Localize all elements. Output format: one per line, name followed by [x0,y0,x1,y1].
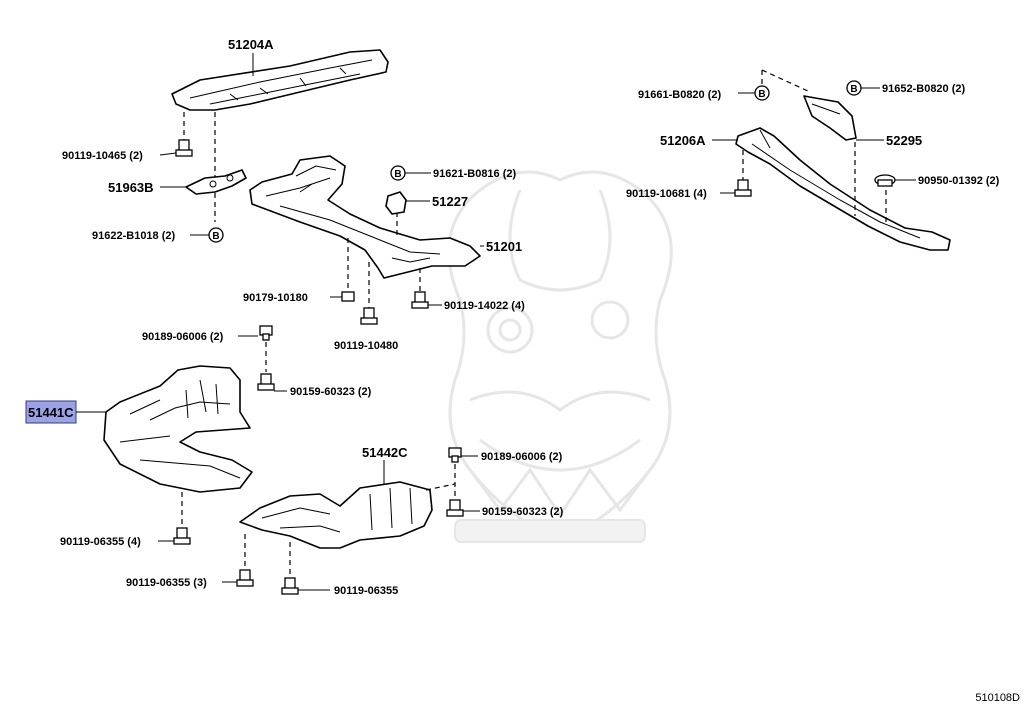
svg-text:B: B [758,89,765,100]
watermark-emblem [447,170,673,543]
bolt-icon[interactable] [257,373,275,391]
b-badge: B [754,85,770,101]
bolt-icon[interactable] [360,307,378,325]
bolt-icon[interactable] [173,527,191,545]
label-90119-10480: 90119-10480 [334,340,398,352]
b-badge: B [846,80,862,96]
label-51204A: 51204A [228,37,274,52]
svg-text:B: B [212,231,219,242]
label-51227: 51227 [432,194,468,209]
part-51441C-cover[interactable] [103,365,253,493]
svg-text:B: B [394,169,401,180]
bolt-icon[interactable] [281,577,299,595]
part-51227-clip[interactable] [385,191,407,215]
diagram-code: 510108D [975,692,1020,704]
b-badge: B [208,227,224,243]
label-90159-60323-left: 90159-60323 (2) [290,386,372,398]
part-51204A-plate[interactable] [171,49,389,111]
label-90179-10180: 90179-10180 [243,292,308,304]
part-52295-bracket[interactable] [803,95,857,141]
nut-icon[interactable] [341,291,355,302]
label-90159-60323-right: 90159-60323 (2) [482,506,564,518]
nut-icon[interactable] [259,325,273,341]
bolt-icon[interactable] [446,499,464,517]
label-90119-10681: 90119-10681 (4) [626,188,707,200]
label-90119-10465: 90119-10465 (2) [62,150,143,162]
bolt-icon[interactable] [411,291,429,309]
label-91652-B0820: 91652-B0820 (2) [882,83,966,95]
label-90119-06355-4: 90119-06355 (4) [60,536,141,548]
part-51201-crossmember[interactable] [249,155,481,279]
label-90189-06006-right: 90189-06006 (2) [481,451,563,463]
label-90950-01392: 90950-01392 (2) [918,175,1000,187]
svg-text:B: B [850,84,857,95]
part-51206A-member[interactable] [735,127,951,251]
bolt-icon[interactable] [236,569,254,587]
part-51963B-bracket[interactable] [185,169,247,195]
b-badge: B [390,165,406,181]
bolt-icon[interactable] [175,139,193,157]
label-91622-B1018: 91622-B1018 (2) [92,230,176,242]
label-51441C[interactable]: 51441C [28,405,74,420]
label-90189-06006-left: 90189-06006 (2) [142,331,224,343]
nut-icon[interactable] [448,447,462,463]
label-51201: 51201 [486,239,522,254]
label-51206A: 51206A [660,133,706,148]
label-51963B: 51963B [108,180,154,195]
label-90119-06355: 90119-06355 [334,585,398,597]
label-51442C: 51442C [362,445,408,460]
label-91661-B0820: 91661-B0820 (2) [638,89,722,101]
label-91621-B0816: 91621-B0816 (2) [433,168,517,180]
grommet-icon[interactable] [874,174,896,187]
guide-line [761,69,811,93]
part-51442C-cover[interactable] [239,481,433,549]
label-90119-14022: 90119-14022 (4) [444,300,525,312]
label-90119-06355-3: 90119-06355 (3) [126,577,207,589]
guide-line [425,483,456,491]
bolt-icon[interactable] [734,179,752,197]
label-52295: 52295 [886,133,922,148]
